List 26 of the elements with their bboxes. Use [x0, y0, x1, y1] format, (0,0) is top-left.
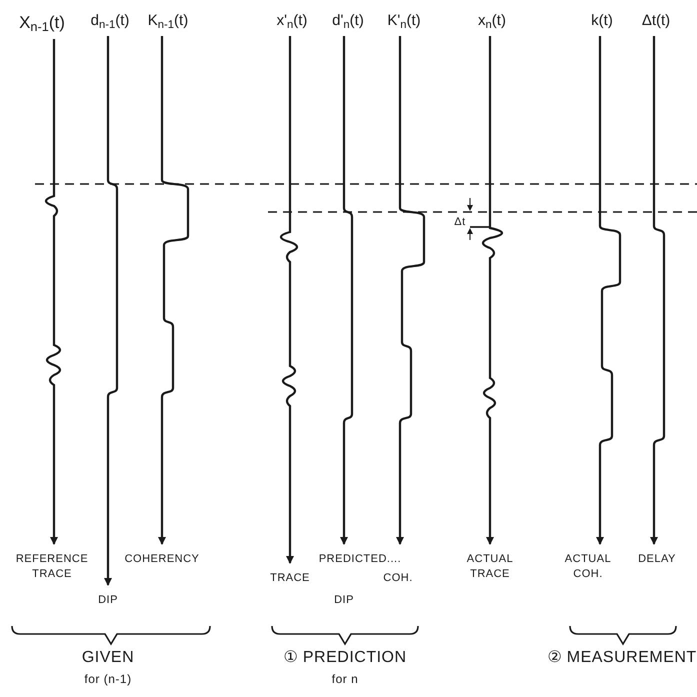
- trace-arrow: [482, 36, 502, 545]
- trace-caption: COHERENCY: [117, 552, 207, 567]
- caption-label: ② MEASUREMENT: [547, 648, 697, 668]
- trace-arrow: [396, 36, 426, 545]
- trace-arrow: [281, 36, 298, 564]
- trace-caption: PREDICTED....: [305, 552, 415, 567]
- trace-arrow: [340, 36, 354, 545]
- trace-caption: ACTUAL TRACE: [460, 552, 520, 582]
- trace-caption: ACTUAL COH.: [562, 552, 614, 582]
- dimension-label: Δt: [453, 215, 467, 230]
- caption-label: for (n-1): [83, 671, 133, 688]
- caption-label: COH.: [382, 571, 414, 586]
- caption-label: for n: [330, 671, 360, 688]
- trace-arrow: [46, 39, 61, 545]
- trace-arrow: [596, 36, 622, 545]
- trace-arrow: [650, 36, 666, 545]
- trace-caption: DELAY: [635, 552, 679, 567]
- trace-arrow: [104, 36, 118, 586]
- caption-label: ① PREDICTION: [282, 648, 408, 668]
- trace-arrow: [158, 36, 190, 545]
- trace-caption: REFERENCE TRACE: [6, 552, 98, 582]
- caption-label: GIVEN: [80, 648, 136, 668]
- caption-label: DIP: [333, 593, 355, 608]
- signal-label: x$_{n}$(t): [454, 10, 530, 32]
- trace-caption: TRACE: [265, 571, 315, 586]
- trace-caption: DIP: [88, 593, 128, 608]
